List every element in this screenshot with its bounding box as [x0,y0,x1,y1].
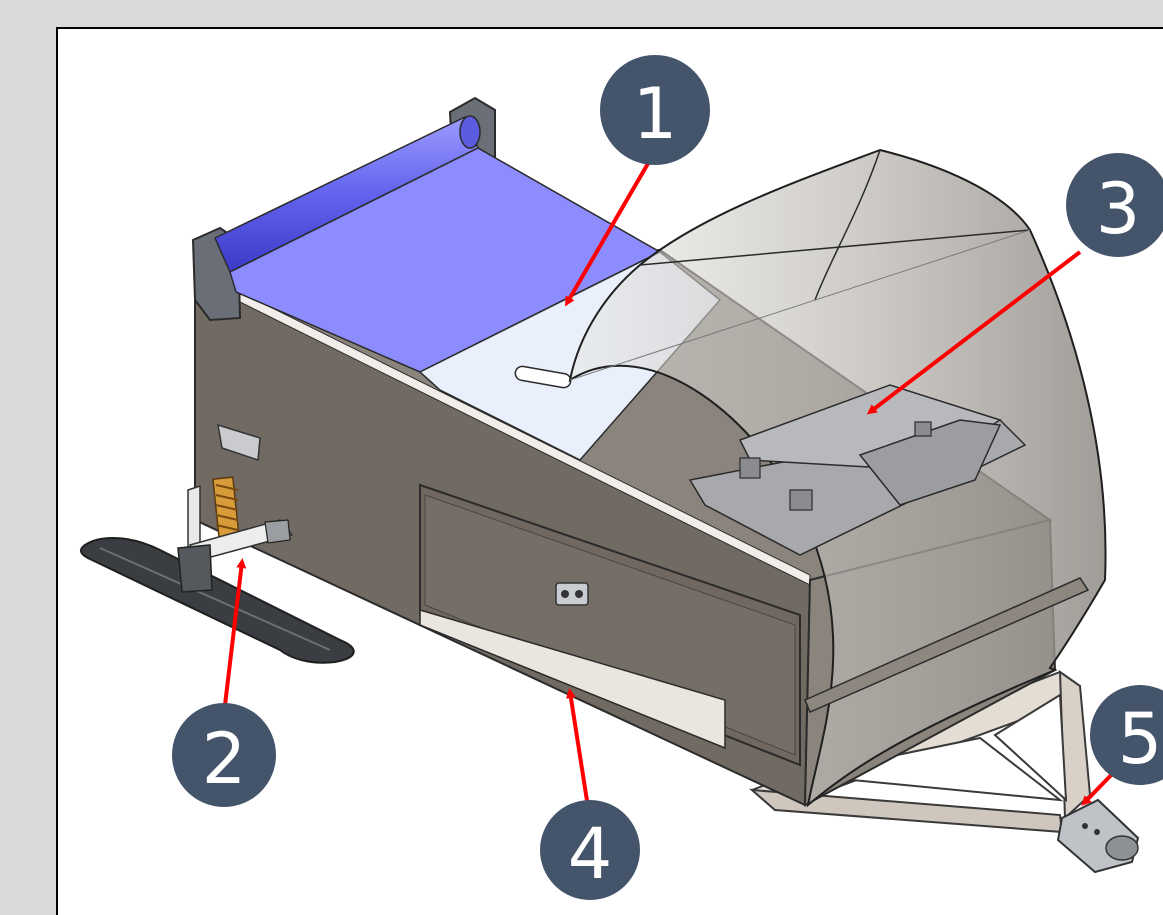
side-access-hatch [419,483,801,767]
callout-4: 4 [540,800,640,900]
hatch-lock [555,582,589,606]
arrow-1 [564,146,659,307]
callout-4-label: 4 [568,813,613,895]
front-ski-suspension [79,423,355,664]
seat-rack [688,384,1027,556]
arrow-3 [866,250,1082,415]
callout-1-label: 1 [633,73,678,155]
callout-5-label: 5 [1118,698,1163,780]
arrow-4 [565,688,592,821]
callout-3-label: 3 [1096,168,1141,250]
hitch-coupler [1056,798,1140,874]
arrow-2 [223,558,247,706]
callout-1: 1 [600,55,710,165]
callout-5: 5 [1090,685,1163,785]
callout-2-label: 2 [202,718,247,800]
callout-2: 2 [172,703,276,807]
callout-3: 3 [1066,153,1163,257]
